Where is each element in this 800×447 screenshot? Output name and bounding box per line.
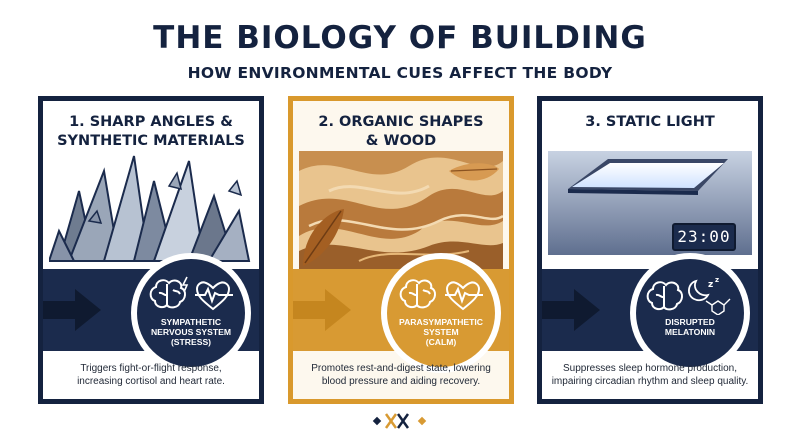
molecule-icon [705,298,731,315]
panel-static-light: 3. STATIC LIGHT 23:00 [537,96,763,404]
panel-description: Promotes rest-and-digest state, lowering… [311,363,491,387]
brain-icon [399,279,436,309]
heart-pulse-icon [445,281,483,311]
panel-sharp-angles: 1. SHARP ANGLES & SYNTHETIC MATERIALS [38,96,264,404]
arrow-icon [293,289,351,331]
leaf-icon [303,209,344,266]
leaf-icon [449,163,499,181]
circle-label: SYMPATHETIC NERVOUS SYSTEM (STRESS) [150,317,232,347]
arrow-icon [43,289,101,331]
page-subtitle: HOW ENVIRONMENTAL CUES AFFECT THE BODY [187,64,613,82]
svg-text:z: z [715,276,719,284]
circle-label: PARASYMPATHETIC SYSTEM (CALM) [398,317,484,347]
crystals-illustration [49,155,251,262]
clock-time: 23:00 [677,227,731,246]
heart-pulse-icon [195,281,233,311]
circle-label: DISRUPTED MELATONIN [664,317,716,337]
brain-heart-icons [399,279,483,311]
panel-description: Suppresses sleep hormone production, imp… [551,363,749,387]
melatonin-circle: z z DISRUPTED MELATONIN [630,253,750,373]
arrow-icon [542,289,600,331]
digital-clock-icon: 23:00 [672,223,736,251]
panel-heading: 2. ORGANIC SHAPES & WOOD [318,114,484,149]
zzz-icon: z [708,280,713,290]
ceiling-light-illustration [548,151,752,255]
page-title: THE BIOLOGY OF BUILDING [153,20,647,56]
panel-description: Triggers fight-or-flight response, incre… [77,363,225,387]
lightning-icon [181,276,189,293]
panel-organic-shapes: 2. ORGANIC SHAPES & WOOD [288,96,514,404]
brain-heart-icons [149,276,233,311]
panel-heading: 3. STATIC LIGHT [585,114,715,130]
footer-ornament [372,413,427,429]
wood-leaves-illustration [299,151,503,269]
moon-icon [688,279,710,302]
panel-heading: 1. SHARP ANGLES & SYNTHETIC MATERIALS [57,114,245,149]
sleep-icons: z z [646,276,731,315]
stress-circle: SYMPATHETIC NERVOUS SYSTEM (STRESS) [131,253,251,373]
calm-circle: PARASYMPATHETIC SYSTEM (CALM) [381,253,501,373]
brain-icon [646,281,683,311]
brain-icon [149,279,186,309]
